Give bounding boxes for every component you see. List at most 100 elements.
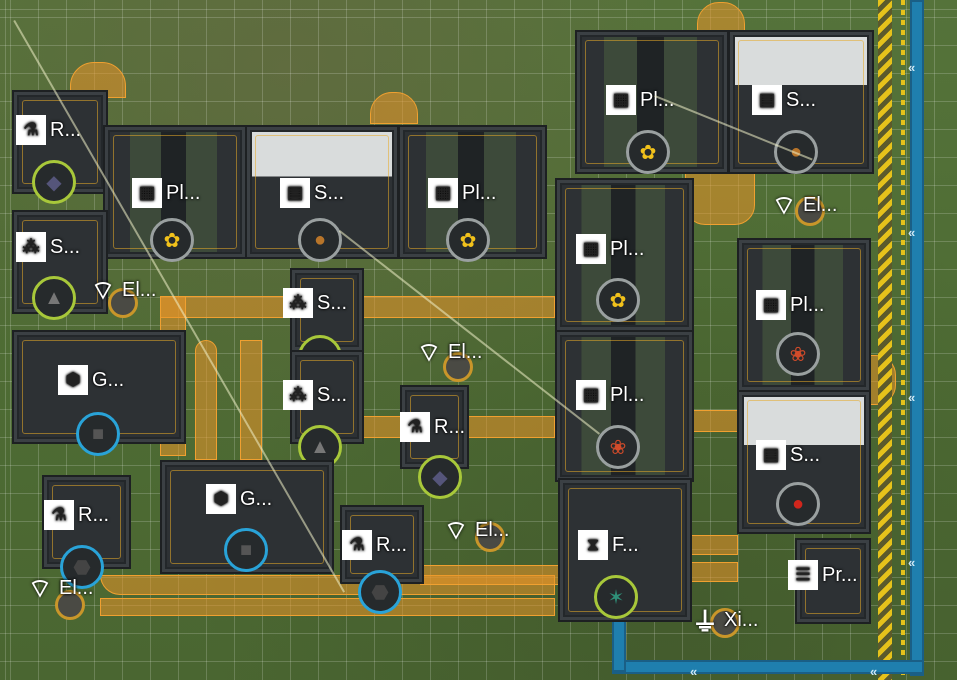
building-name: Pl... — [790, 293, 825, 316]
product-icon-stone-block[interactable]: ■ — [76, 412, 120, 456]
product-icon-yellow-flower[interactable]: ✿ — [596, 278, 640, 322]
relay-base-relay-3[interactable] — [475, 522, 505, 552]
electric-pylon-icon: ⌔ — [90, 274, 116, 305]
product-icon-stone-chunk[interactable]: ▲ — [298, 425, 342, 469]
building-name: G... — [92, 368, 125, 391]
product-icon-red-seed[interactable]: ● — [776, 482, 820, 526]
relay-name: El... — [122, 278, 157, 301]
electric-pylon-icon: ⌔ — [771, 189, 797, 220]
product-icon-stone-ore[interactable]: ⬣ — [358, 570, 402, 614]
relay-label: ⌔ El... — [414, 336, 483, 367]
product-icon-yellow-flower[interactable]: ✿ — [150, 218, 194, 262]
building-label: ⚗R... — [44, 500, 109, 530]
hazard-stripe-lane — [878, 0, 892, 680]
building-label: ▦Pl... — [132, 178, 200, 208]
product-icon-teal-crystal[interactable]: ✶ — [594, 575, 638, 619]
seed-picking-unit-icon: ▤ — [756, 440, 786, 470]
product-icon-stone-block[interactable]: ■ — [224, 528, 268, 572]
product-icon-yellow-flower[interactable]: ✿ — [446, 218, 490, 262]
pipe-flow-arrow-icon: « — [908, 60, 916, 75]
shredding-unit-icon: ⁂ — [283, 380, 313, 410]
relay-name: El... — [475, 518, 510, 541]
refining-unit-icon: ⚗ — [44, 500, 74, 530]
packaging-unit-icon: ☰ — [788, 560, 818, 590]
building-name: G... — [240, 487, 273, 510]
building-label: ⚗R... — [400, 412, 465, 442]
relay-base-relay-5[interactable] — [795, 196, 825, 226]
pipe-flow-arrow-icon: « — [908, 225, 916, 240]
building-name: S... — [317, 291, 348, 314]
building-label: ⬢G... — [206, 484, 272, 514]
building-name: Pl... — [462, 181, 497, 204]
building-name: Pl... — [640, 88, 675, 111]
building-label: ▦Pl... — [606, 85, 674, 115]
filling-unit-icon: ⧗ — [578, 530, 608, 560]
building-name: S... — [786, 88, 817, 111]
building-name: S... — [314, 181, 345, 204]
electric-pylon-icon: ⌔ — [443, 514, 469, 545]
product-icon-red-berry-bush[interactable]: ❀ — [776, 332, 820, 376]
shredding-unit-icon: ⁂ — [283, 288, 313, 318]
building-name: R... — [376, 533, 408, 556]
building-label: ▦Pl... — [576, 234, 644, 264]
electric-pylon-icon: ⌔ — [416, 336, 442, 367]
product-icon-seed-pod[interactable]: ● — [298, 218, 342, 262]
seed-picking-unit-icon: ▤ — [752, 85, 782, 115]
building-name: R... — [434, 415, 466, 438]
pipe-flow-arrow-icon: « — [690, 664, 698, 679]
building-label: ⧗F... — [578, 530, 639, 560]
planting-unit-icon: ▦ — [132, 178, 162, 208]
shredding-unit-icon: ⁂ — [16, 232, 46, 262]
building-label: ▦Pl... — [576, 380, 644, 410]
xiranite-tower-icon: ⏚ — [691, 606, 718, 637]
water-pipe-vertical[interactable] — [910, 0, 924, 676]
product-icon-red-berry-bush[interactable]: ❀ — [596, 425, 640, 469]
building-planting-3[interactable] — [575, 30, 729, 174]
planting-unit-icon: ▦ — [576, 234, 606, 264]
building-label: ▤S... — [280, 178, 344, 208]
building-name: R... — [78, 503, 110, 526]
pipe-flow-arrow-icon: « — [908, 555, 916, 570]
building-name: Pl... — [610, 237, 645, 260]
relay-base-relay-4[interactable] — [55, 590, 85, 620]
building-label: ⚗R... — [342, 530, 407, 560]
building-name: Pr... — [822, 563, 858, 586]
building-label: ▤S... — [752, 85, 816, 115]
building-label: ☰Pr... — [788, 560, 858, 590]
planting-unit-icon: ▦ — [606, 85, 636, 115]
product-icon-stone-ore[interactable]: ⬣ — [60, 545, 104, 589]
relay-name: El... — [448, 340, 483, 363]
relay-label: ⏚ Xi... — [690, 605, 759, 637]
building-label: ⚗R... — [16, 115, 81, 145]
relay-label: ⌔ El... — [441, 514, 510, 545]
gearing-unit-icon: ⬢ — [58, 365, 88, 395]
building-name: F... — [612, 533, 639, 556]
building-label: ▦Pl... — [428, 178, 496, 208]
building-label: ⬢G... — [58, 365, 124, 395]
building-label: ▦Pl... — [756, 290, 824, 320]
planting-unit-icon: ▦ — [756, 290, 786, 320]
relay-base-relay-1[interactable] — [108, 288, 138, 318]
product-icon-dark-crystal-ore[interactable]: ◆ — [418, 455, 462, 499]
building-name: Pl... — [166, 181, 201, 204]
building-planting-1[interactable] — [103, 125, 247, 259]
product-icon-dark-crystal-ore[interactable]: ◆ — [32, 160, 76, 204]
product-icon-stone-chunk[interactable]: ▲ — [32, 276, 76, 320]
refining-unit-icon: ⚗ — [400, 412, 430, 442]
building-label: ⁂S... — [16, 232, 80, 262]
relay-base-relay-2[interactable] — [443, 352, 473, 382]
pipe-flow-arrow-icon: « — [908, 390, 916, 405]
gearing-unit-icon: ⬢ — [206, 484, 236, 514]
building-name: Pl... — [610, 383, 645, 406]
building-name: S... — [50, 235, 81, 258]
relay-base-relay-6[interactable] — [710, 608, 740, 638]
product-icon-yellow-flower[interactable]: ✿ — [626, 130, 670, 174]
refining-unit-icon: ⚗ — [16, 115, 46, 145]
seed-picking-unit-icon: ▤ — [280, 178, 310, 208]
electric-pylon-icon: ⌔ — [27, 572, 53, 603]
relay-name: Xi... — [724, 608, 759, 631]
planting-unit-icon: ▦ — [428, 178, 458, 208]
building-label: ▤S... — [756, 440, 820, 470]
building-name: S... — [790, 443, 821, 466]
